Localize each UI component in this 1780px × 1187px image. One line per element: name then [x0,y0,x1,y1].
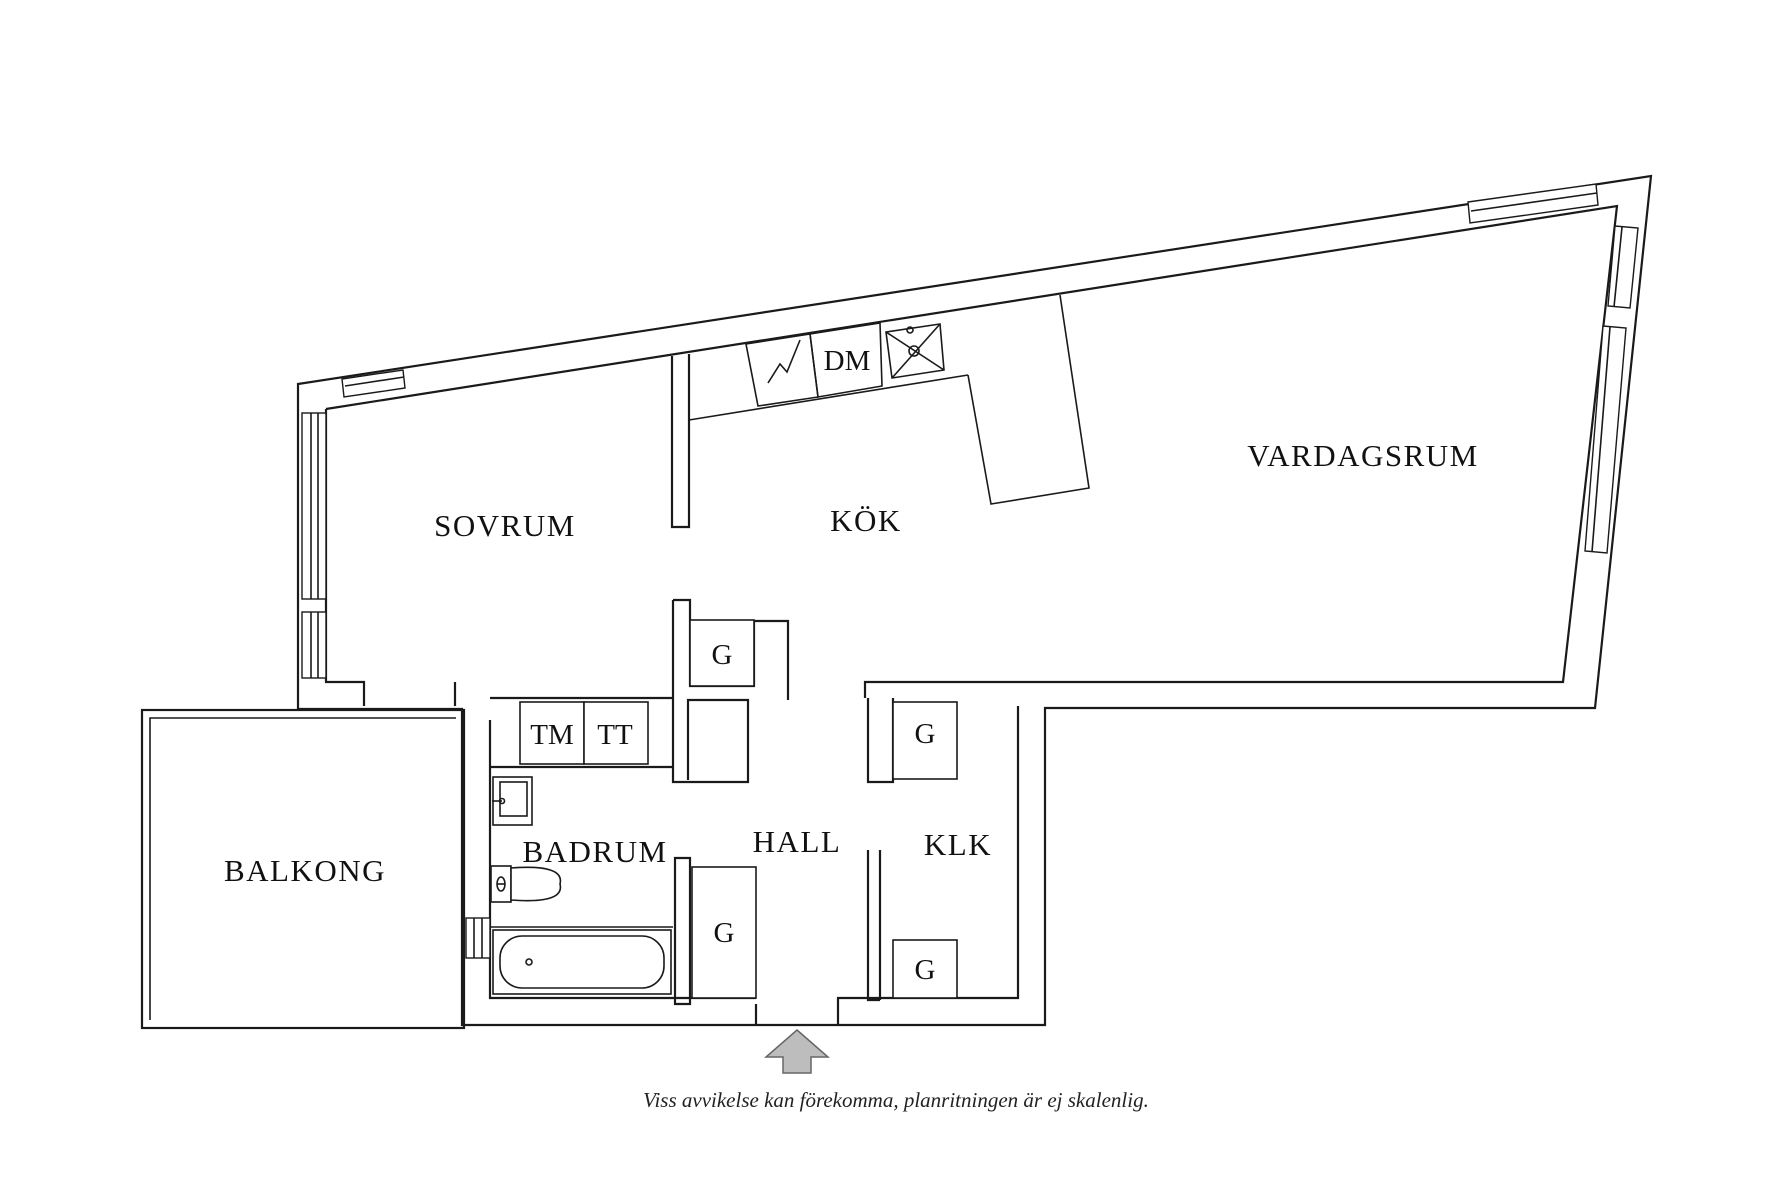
label-kok: KÖK [830,503,902,538]
window-bathroom [465,917,491,959]
tt-cabinet [583,701,649,765]
balcony [140,708,466,1030]
interior-walls [490,294,1090,1025]
label-klk: KLK [924,827,992,862]
sink-icon [492,776,533,826]
label-g-hall: G [714,917,735,949]
stove-icon [885,323,945,379]
label-dm: DM [824,345,871,377]
bathtub-icon [492,929,672,995]
label-tm: TM [530,719,574,751]
label-badrum: BADRUM [522,834,667,869]
label-hall: HALL [753,824,842,859]
window-left-upper [301,412,327,600]
entrance-arrow-icon [763,1029,831,1074]
windows [301,183,1639,959]
toilet-icon [490,865,562,903]
label-g-klk-upper: G [915,718,936,750]
label-g-klk-lower: G [915,954,936,986]
label-g-upper: G [712,639,733,671]
kitchen-appliances [745,322,945,407]
window-right-upper [1607,225,1639,309]
window-left-lower [301,611,327,679]
label-vardagsrum: VARDAGSRUM [1247,438,1479,473]
window-top-right [1467,183,1599,224]
dishwasher-box [809,322,883,398]
fridge-icon [745,333,819,407]
disclaimer-note: Viss avvikelse kan förekomma, planritnin… [643,1088,1149,1112]
room-labels: SOVRUM KÖK VARDAGSRUM BALKONG BADRUM HAL… [224,438,1479,888]
label-tt: TT [597,719,633,751]
label-sovrum: SOVRUM [434,508,576,543]
bathroom-fixtures [490,701,672,995]
fixture-labels: DM TM TT G G G G [530,345,935,986]
label-balkong: BALKONG [224,853,386,888]
window-right-lower [1584,325,1627,554]
window-top-left [341,369,406,398]
wardrobes [689,619,958,999]
